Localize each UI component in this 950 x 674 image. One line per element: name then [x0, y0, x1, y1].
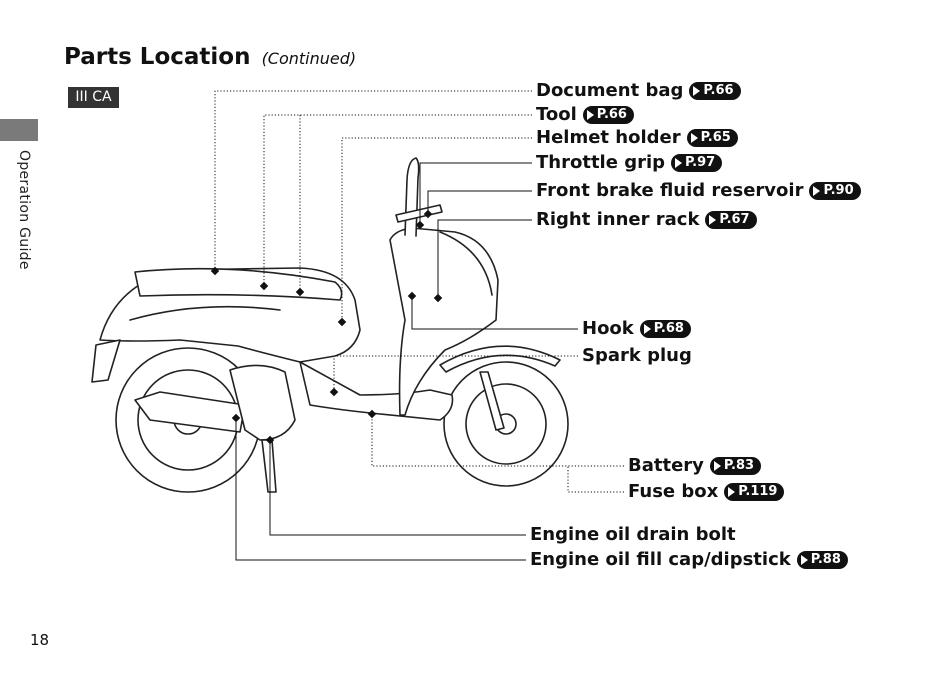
arrow-right-icon: [643, 324, 651, 334]
arrow-right-icon: [693, 86, 701, 96]
part-label: Battery P.83: [628, 455, 762, 477]
page-reference-link[interactable]: P.119: [724, 483, 785, 501]
page-reference-text: P.67: [719, 212, 750, 227]
part-label: Spark plug: [582, 345, 692, 367]
part-label: Front brake fluid reservoir P.90: [536, 180, 861, 202]
section-tab-marker: [0, 119, 38, 141]
page-reference-link[interactable]: P.67: [705, 211, 757, 229]
arrow-right-icon: [675, 158, 683, 168]
page-reference-text: P.66: [596, 107, 627, 122]
part-label-text: Hook: [582, 318, 634, 339]
page-title: Parts Location (Continued): [64, 44, 356, 70]
part-label: Right inner rack P.67: [536, 209, 757, 231]
page-reference-link[interactable]: P.68: [639, 320, 691, 338]
page-reference-text: P.65: [700, 130, 731, 145]
title-text: Parts Location: [64, 44, 251, 70]
page-reference-link[interactable]: P.83: [709, 457, 762, 475]
page-reference-text: P.119: [738, 484, 778, 499]
arrow-right-icon: [690, 133, 698, 143]
page-reference-text: P.83: [723, 458, 755, 473]
page-reference-link[interactable]: P.88: [796, 551, 848, 569]
page-reference-text: P.68: [653, 321, 684, 336]
page-reference-link[interactable]: P.66: [689, 82, 741, 100]
part-label-text: Spark plug: [582, 345, 692, 366]
part-label: Hook P.68: [582, 318, 691, 340]
page-reference-text: P.97: [685, 155, 716, 170]
page-reference-link[interactable]: P.97: [671, 154, 723, 172]
page-reference-link[interactable]: P.65: [686, 129, 738, 147]
page-number: 18: [30, 631, 50, 649]
part-label-text: Engine oil drain bolt: [530, 524, 736, 545]
part-label: Engine oil fill cap/dipstick P.88: [530, 549, 848, 571]
part-label-text: Throttle grip: [536, 152, 666, 173]
arrow-right-icon: [586, 110, 594, 120]
section-tab-label: Operation Guide: [16, 150, 32, 270]
callout-lines: [214, 90, 624, 561]
arrow-right-icon: [728, 487, 736, 497]
part-label: Tool P.66: [536, 104, 634, 126]
part-label-text: Right inner rack: [536, 209, 700, 230]
title-continued: (Continued): [261, 49, 357, 68]
part-label: Document bag P.66: [536, 80, 741, 102]
part-label: Fuse box P.119: [628, 481, 785, 503]
page-reference-text: P.66: [703, 83, 734, 98]
arrow-right-icon: [709, 215, 717, 225]
part-label: Throttle grip P.97: [536, 152, 723, 174]
part-label-text: Front brake fluid reservoir: [536, 180, 804, 201]
callout-points: [210, 209, 443, 445]
part-label: Helmet holder P.65: [536, 127, 738, 149]
arrow-right-icon: [813, 186, 821, 196]
part-label-text: Fuse box: [628, 481, 719, 502]
page-reference-link[interactable]: P.90: [809, 182, 861, 200]
part-label-text: Document bag: [536, 80, 684, 101]
arrow-right-icon: [800, 555, 808, 565]
part-label-text: Helmet holder: [536, 127, 681, 148]
part-label-text: Tool: [536, 104, 577, 125]
page-reference-link[interactable]: P.66: [582, 106, 634, 124]
scooter-illustration: [91, 157, 569, 493]
page-reference-text: P.90: [823, 183, 854, 198]
region-badge: III CA: [68, 87, 119, 108]
page-reference-text: P.88: [810, 552, 841, 567]
part-label-text: Battery: [628, 455, 704, 476]
arrow-right-icon: [713, 461, 721, 471]
part-label: Engine oil drain bolt: [530, 524, 736, 546]
part-label-text: Engine oil fill cap/dipstick: [530, 549, 791, 570]
